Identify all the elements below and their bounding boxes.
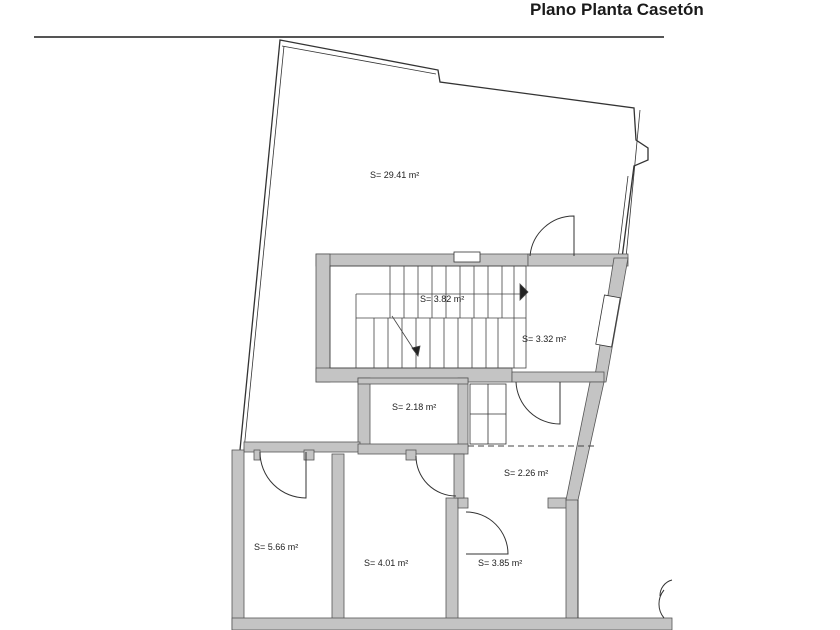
fixtures	[453, 251, 621, 445]
area-label-room-bottom-left: S= 5.66 m²	[254, 542, 298, 552]
area-label-landing: S= 3.32 m²	[522, 334, 566, 344]
core-walls	[231, 253, 673, 630]
area-label-stairwell: S= 3.82 m²	[420, 294, 464, 304]
stairs	[329, 265, 529, 369]
doors	[259, 215, 673, 619]
area-label-room-bottom-middle: S= 4.01 m²	[364, 558, 408, 568]
area-labels: S= 29.41 m² S= 3.82 m² S= 3.32 m² S= 2.1…	[254, 170, 566, 568]
area-label-room-bottom-right: S= 3.85 m²	[478, 558, 522, 568]
outer-walls	[239, 39, 649, 451]
area-label-small-room: S= 2.18 m²	[392, 402, 436, 412]
title-rule	[34, 36, 664, 38]
plan-title: Plano Planta Casetón	[530, 0, 704, 19]
area-label-large-room: S= 29.41 m²	[370, 170, 419, 180]
area-label-corridor: S= 2.26 m²	[504, 468, 548, 478]
